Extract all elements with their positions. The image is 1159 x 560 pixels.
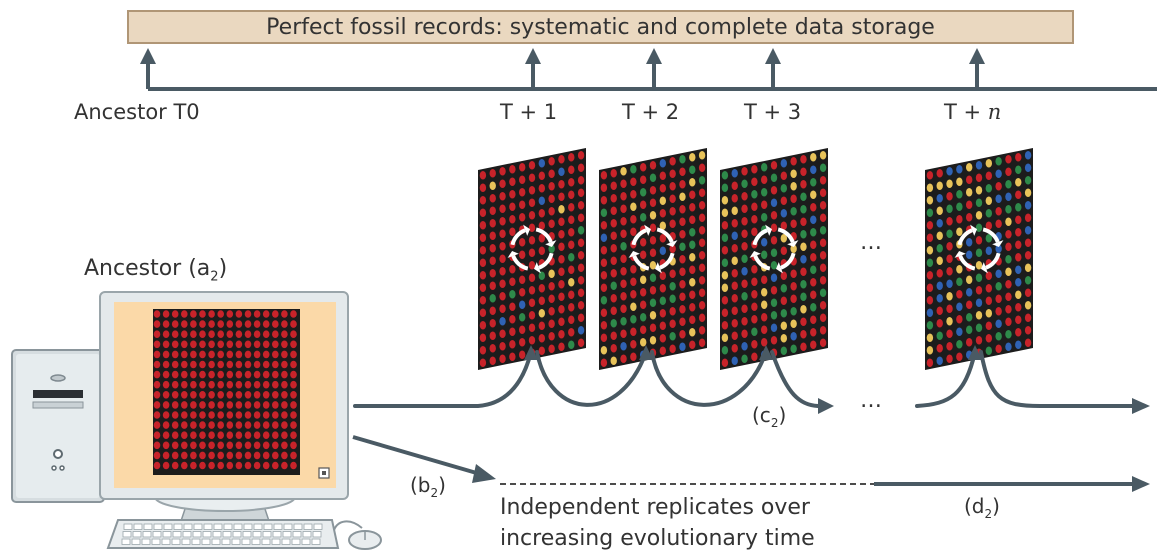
- ancestor-a2-label: Ancestor (a2): [84, 256, 228, 285]
- storage-arrow-tn: [969, 48, 985, 89]
- label-b2-sub: 2: [430, 486, 439, 500]
- storage-arrow-t0: [140, 48, 156, 89]
- banner-text: Perfect fossil records: systematic and c…: [266, 14, 935, 40]
- population-grid: [478, 148, 586, 370]
- keyboard-icon: [106, 519, 340, 549]
- timepoint-value: n: [987, 100, 1002, 124]
- ancestor-a2-close: ): [218, 256, 228, 281]
- label-c2: (c2): [752, 405, 786, 429]
- population-grids: [478, 148, 1033, 370]
- fossil-record-banner: Perfect fossil records: systematic and c…: [127, 10, 1074, 44]
- replicates-caption-line2: increasing evolutionary time: [500, 526, 815, 551]
- population-grid: [599, 148, 707, 370]
- ancestor-grid: [153, 309, 300, 475]
- timepoint-label-2: T + 2: [622, 102, 679, 123]
- timepoint-label-3: T + 3: [744, 102, 801, 123]
- replicates-caption-line1: Independent replicates over: [500, 495, 810, 520]
- label-d2-text: (d: [964, 494, 985, 518]
- storage-arrow-t1: [525, 48, 541, 89]
- arrow-ellipsis: …: [860, 388, 882, 413]
- timepoint-prefix: T +: [944, 100, 988, 124]
- evolution-path: [353, 350, 1134, 408]
- population-grid: [720, 148, 828, 370]
- monitor-icon: [99, 291, 349, 531]
- label-c2-sub: 2: [770, 416, 779, 430]
- cycle-arrows-icon: [749, 224, 799, 274]
- label-d2: (d2): [964, 496, 1000, 520]
- replicate-path: [352, 435, 1150, 492]
- timepoint-prefix: T +: [622, 100, 666, 124]
- timepoint-value: 3: [787, 100, 802, 124]
- timepoint-value: 1: [543, 100, 558, 124]
- mouse-icon: [333, 520, 382, 550]
- ancestor-a2-sub: 2: [210, 269, 219, 285]
- computer: [11, 291, 382, 550]
- population-grid: [925, 148, 1033, 370]
- timepoint-prefix: T +: [500, 100, 544, 124]
- ancestor-a2-text: Ancestor (a: [84, 256, 211, 281]
- label-d2-close: ): [992, 494, 1000, 518]
- label-d2-sub: 2: [984, 507, 993, 521]
- storage-arrow-t3: [765, 48, 781, 89]
- cycle-arrows-icon: [954, 224, 1004, 274]
- grid-ellipsis: …: [860, 230, 882, 255]
- evolution-arrowheads: [524, 345, 1150, 414]
- storage-bracket: [140, 48, 1157, 91]
- label-b2-text: (b: [410, 473, 431, 497]
- label-b2-close: ): [438, 473, 446, 497]
- timepoint-label-n: T + n: [944, 102, 1001, 123]
- computer-tower-icon: [11, 349, 105, 503]
- storage-arrow-t2: [646, 48, 662, 89]
- cycle-arrows-icon: [628, 224, 678, 274]
- label-c2-text: (c: [752, 403, 771, 427]
- timepoint-prefix: T +: [744, 100, 788, 124]
- cycle-arrows-icon: [507, 224, 557, 274]
- timepoint-label-1: T + 1: [500, 102, 557, 123]
- ancestor-t0-label: Ancestor T0: [74, 100, 200, 124]
- label-b2: (b2): [410, 475, 446, 499]
- timepoint-value: 2: [665, 100, 680, 124]
- label-c2-close: ): [778, 403, 787, 427]
